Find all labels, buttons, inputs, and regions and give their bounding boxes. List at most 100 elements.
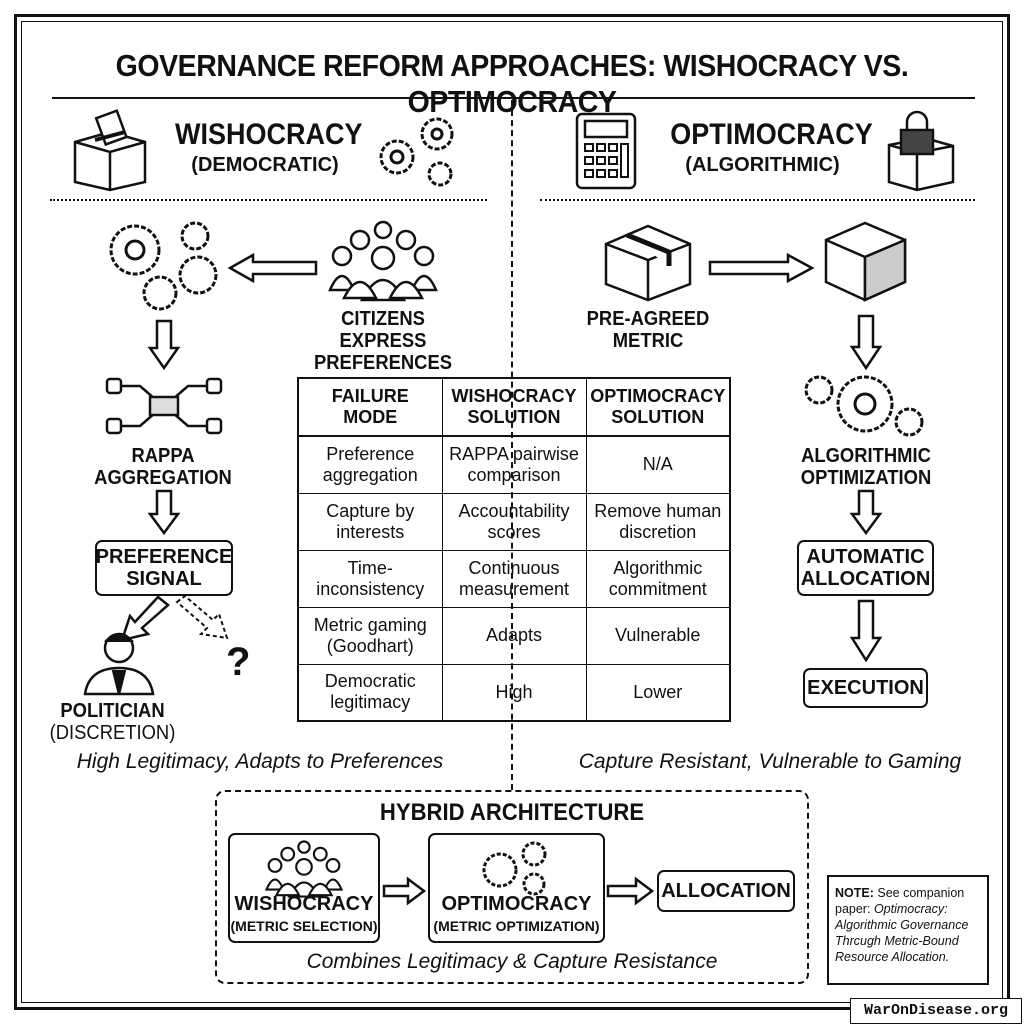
optimocracy-caption: Capture Resistant, Vulnerable to Gaming: [578, 750, 962, 773]
dashed-arrow-icon: [175, 594, 229, 640]
cell-text: Time-: [347, 557, 393, 578]
cell-text: (Goodhart): [326, 635, 414, 656]
hybrid-title: HYBRID ARCHITECTURE: [379, 799, 645, 826]
metric-label-line2: METRIC: [612, 330, 684, 352]
cell-text: High: [495, 681, 533, 702]
cell-text: Capture by: [326, 500, 415, 521]
cell-text: Democratic: [324, 671, 416, 692]
cube-icon: [824, 221, 907, 302]
unknown-outcome-mark: ?: [226, 640, 251, 684]
optimization-label-line2: OPTIMIZATION: [800, 467, 932, 489]
optimocracy-subheading: (ALGORITHMIC): [685, 154, 840, 176]
footer-watermark: WarOnDisease.org: [850, 998, 1022, 1024]
crowd-icon: [264, 840, 344, 898]
cell-text: Adapts: [485, 625, 543, 645]
rappa-label-line1: RAPPA: [131, 445, 195, 467]
hybrid-allocation-box: ALLOCATION: [657, 870, 795, 912]
cell-text: legitimacy: [330, 692, 411, 713]
cell-text: commitment: [608, 578, 707, 599]
header-text: SOLUTION: [467, 407, 561, 427]
execution-box: EXECUTION: [803, 668, 928, 708]
hybrid-optimocracy-box: OPTIMOCRACY (METRIC OPTIMIZATION): [428, 833, 605, 943]
citizens-label-line2: PREFERENCES: [313, 352, 453, 374]
wishocracy-heading: WISHOCRACY: [175, 118, 363, 151]
hybrid-optimocracy-sub: (METRIC OPTIMIZATION): [433, 918, 600, 934]
cell-text: RAPPA pairwise: [449, 443, 579, 464]
cell-text: Algorithmic: [613, 557, 703, 578]
signal-line1: PREFERENCE: [95, 546, 233, 568]
cell-text: Vulnerable: [615, 625, 701, 645]
hybrid-caption: Combines Legitimacy & Capture Resistance: [306, 950, 718, 973]
hybrid-wishocracy-label: WISHOCRACY: [234, 893, 374, 915]
arrow-down-icon: [849, 489, 883, 536]
wishocracy-caption: High Legitimacy, Adapts to Preferences: [76, 750, 444, 773]
citizens-crowd-icon: [328, 220, 438, 302]
hybrid-architecture-panel: [215, 790, 809, 984]
cell-text: Preference: [326, 443, 415, 464]
left-header-divider: [50, 199, 487, 201]
rappa-label-line2: AGGREGATION: [94, 467, 232, 489]
cell-text: scores: [487, 521, 541, 542]
table-cell: Lower: [585, 663, 731, 722]
header-text: SOLUTION: [611, 407, 705, 427]
rappa-network-icon: [105, 377, 223, 435]
signal-line2: SIGNAL: [126, 568, 202, 590]
arrow-right-icon: [708, 252, 815, 284]
gears-icon: [379, 117, 454, 187]
optimization-label-line1: ALGORITHMIC: [801, 445, 931, 467]
page-title: GOVERNANCE REFORM APPROACHES: WISHOCRACY…: [115, 48, 909, 119]
hybrid-optimocracy-label: OPTIMOCRACY: [441, 893, 592, 915]
politician-label-line1: POLITICIAN: [60, 700, 165, 722]
allocation-line1: AUTOMATIC: [806, 546, 925, 568]
right-header-divider: [540, 199, 975, 201]
cell-text: inconsistency: [316, 578, 425, 599]
cell-text: Continuous: [468, 557, 560, 578]
allocation-line2: ALLOCATION: [800, 568, 931, 590]
cell-text: interests: [336, 521, 405, 542]
gears-icon: [482, 841, 547, 896]
cell-text: Remove human: [594, 500, 722, 521]
companion-paper-note: NOTE: See companion paper: Optimocracy: …: [827, 875, 989, 985]
citizens-label-line1: CITIZENS EXPRESS: [339, 308, 427, 352]
title-divider: [52, 97, 975, 99]
arrow-right-icon: [606, 876, 655, 906]
optimization-gears-icon: [804, 375, 924, 437]
cell-text: discretion: [619, 521, 697, 542]
hybrid-wishocracy-sub: (METRIC SELECTION): [230, 918, 378, 934]
cell-text: measurement: [458, 578, 570, 599]
arrow-down-icon: [147, 319, 181, 371]
table-cell: Time-inconsistency: [297, 549, 443, 608]
optimocracy-heading: OPTIMOCRACY: [670, 118, 873, 151]
diagram-frame: [14, 14, 1010, 1010]
arrow-down-icon: [849, 314, 883, 371]
cell-text: Lower: [633, 681, 683, 702]
table-cell: Metric gaming(Goodhart): [297, 606, 443, 665]
cell-text: aggregation: [322, 464, 418, 485]
locked-box-icon: [887, 110, 955, 192]
arrow-to-politician-icon: [120, 595, 170, 642]
table-cell: High: [441, 663, 587, 722]
table-cell: Adapts: [441, 606, 587, 665]
arrow-down-icon: [849, 599, 883, 663]
header-text: OPTIMOCRACY: [590, 386, 726, 406]
header-text: FAILURE: [331, 386, 409, 406]
